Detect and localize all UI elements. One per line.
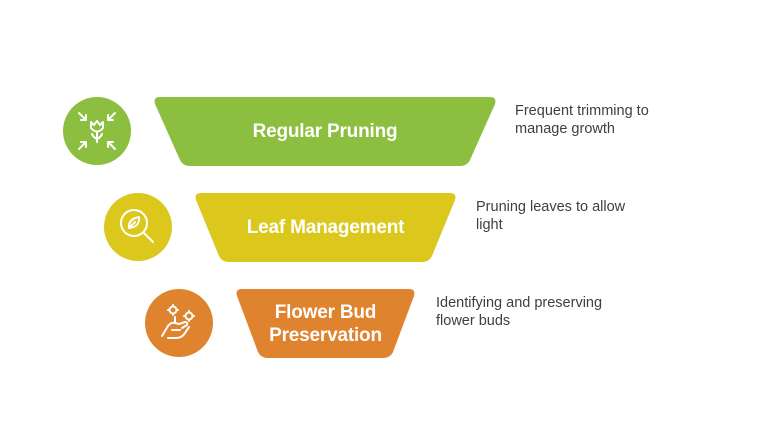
- tier-1-description: Frequent trimming to manage growth: [515, 103, 649, 137]
- tier-1-icon-circle: [63, 97, 131, 165]
- tier-3-description: Identifying and preserving flower buds: [436, 295, 603, 329]
- tier-2-icon-circle: [104, 193, 172, 261]
- tier-3-label: Flower Bud Preservation: [269, 301, 382, 346]
- tier-2-description: Pruning leaves to allow light: [476, 199, 626, 233]
- leaf-magnifier-icon: [120, 209, 154, 243]
- tier-3-icon-circle: [145, 289, 213, 357]
- tulip-arrows-icon: [78, 112, 116, 150]
- tier-1-label: Regular Pruning: [252, 121, 398, 142]
- tier-2-label: Leaf Management: [246, 217, 405, 238]
- hand-flowers-icon: [161, 304, 195, 339]
